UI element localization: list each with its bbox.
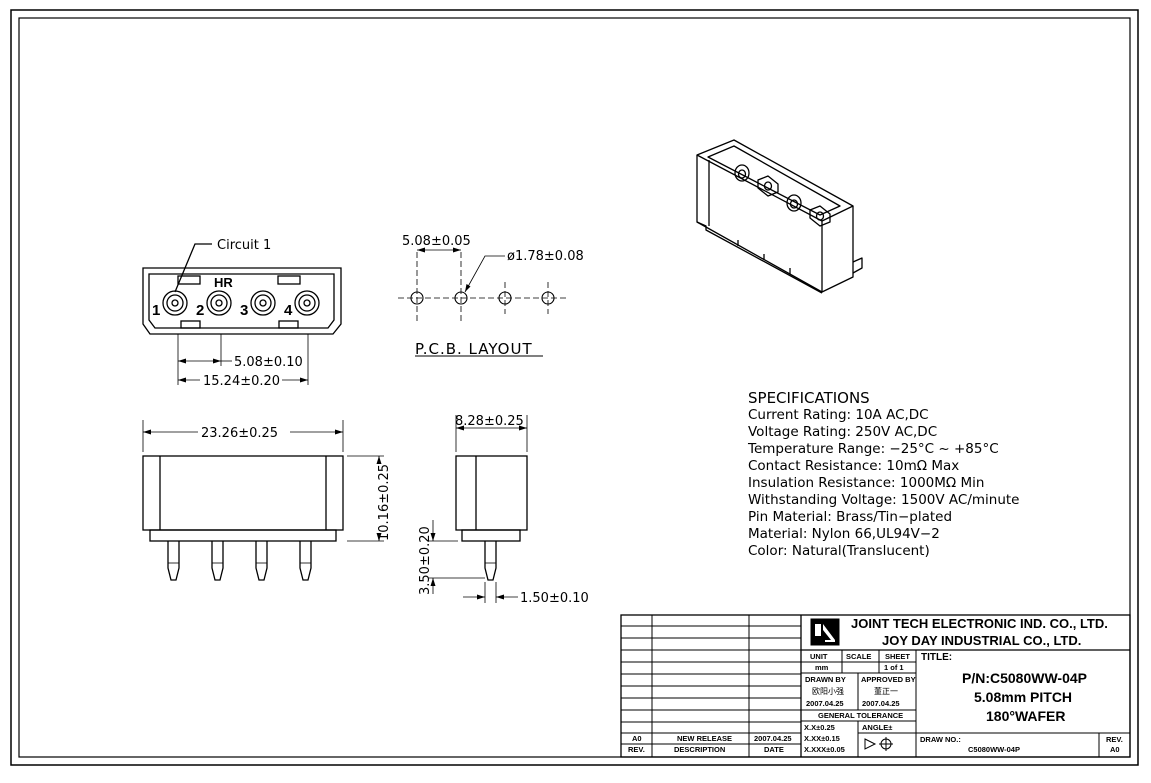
spec-voltage-rating: Voltage Rating: 250V AC,DC (748, 424, 938, 440)
unit-value: mm (815, 663, 829, 672)
top-view-arrows (178, 358, 308, 383)
pcb-layout-label: P.C.B. LAYOUT (415, 340, 533, 358)
approved-by-label: APPROVED BY (861, 675, 916, 684)
drawn-date: 2007.04.25 (806, 699, 844, 708)
spec-current-rating: Current Rating: 10A AC,DC (748, 407, 929, 423)
drawn-by-label: DRAWN BY (805, 675, 846, 684)
front-view (142, 420, 384, 581)
approved-by-name: 董正一 (874, 686, 898, 696)
pitch-title: 5.08mm PITCH (974, 689, 1072, 705)
spec-insulation-resistance: Insulation Resistance: 1000MΩ Min (748, 475, 985, 491)
revision-row-description: NEW RELEASE (677, 734, 732, 743)
revision-row-rev: A0 (632, 734, 642, 743)
pcb-layout (398, 249, 568, 357)
pin-label-4: 4 (284, 302, 293, 319)
side-view (428, 415, 528, 603)
spec-pin-material: Pin Material: Brass/Tin−plated (748, 509, 953, 525)
dim-front-height: 10.16±0.25 (377, 464, 392, 541)
top-view (142, 243, 342, 385)
approved-date: 2007.04.25 (862, 699, 900, 708)
side-arrows (430, 425, 527, 600)
isometric-view (696, 139, 863, 294)
description-column-label: DESCRIPTION (674, 745, 725, 754)
sheet-value: 1 of 1 (884, 663, 904, 672)
dim-side-pin-length: 3.50±0.20 (418, 526, 433, 595)
spec-withstanding-voltage: Withstanding Voltage: 1500V AC/minute (748, 492, 1020, 508)
dim-top-pitch: 5.08±0.10 (234, 355, 303, 370)
logo-icon (815, 624, 835, 642)
revision-row-date: 2007.04.25 (754, 734, 792, 743)
pin-label-3: 3 (240, 302, 248, 319)
tolerance-3: X.XXX±0.05 (804, 745, 845, 754)
dim-pcb-hole: ø1.78±0.08 (507, 249, 584, 264)
outer-frame (10, 9, 1139, 766)
spec-color: Color: Natural(Translucent) (748, 543, 930, 559)
sheet-label: SHEET (885, 652, 910, 661)
title-label: TITLE: (921, 652, 952, 663)
drawing-no-label: DRAW NO.: (920, 735, 961, 744)
angle-label: ANGLE± (862, 723, 892, 732)
tolerance-1: X.X±0.25 (804, 723, 835, 732)
rev-column-label: REV. (628, 745, 645, 754)
dim-side-pin-width: 1.50±0.10 (520, 591, 589, 606)
tolerance-2: X.XX±0.15 (804, 734, 840, 743)
scale-label: SCALE (846, 652, 871, 661)
drawing-no: C5080WW-04P (968, 745, 1020, 754)
specifications: SPECIFICATIONS Current Rating: 10A AC,DC… (748, 389, 1020, 560)
product-title: 180°WAFER (986, 708, 1066, 724)
brand-mark: HR (214, 275, 233, 290)
dim-pcb-pitch: 5.08±0.05 (402, 234, 471, 249)
inner-frame (18, 17, 1131, 758)
general-tolerance-label: GENERAL TOLERANCE (818, 711, 903, 720)
drawn-by-name: 欧阳小强 (812, 686, 844, 696)
rev-value: A0 (1110, 745, 1120, 754)
circuit-label: Circuit 1 (217, 238, 271, 253)
date-column-label: DATE (764, 745, 784, 754)
company-name-2: JOY DAY INDUSTRIAL CO., LTD. (882, 633, 1081, 648)
dim-side-width: 8.28±0.25 (455, 414, 524, 429)
specifications-title: SPECIFICATIONS (748, 389, 870, 407)
dim-top-span: 15.24±0.20 (203, 374, 280, 389)
front-arrows (143, 429, 382, 541)
dim-front-length: 23.26±0.25 (201, 426, 278, 441)
pin-label-2: 2 (196, 302, 204, 319)
part-number: P/N:C5080WW-04P (962, 670, 1087, 686)
unit-label: UNIT (810, 652, 828, 661)
company-name-1: JOINT TECH ELECTRONIC IND. CO., LTD. (851, 616, 1108, 631)
pin-label-1: 1 (152, 302, 160, 319)
title-block (620, 614, 1131, 758)
pcb-arrows (417, 247, 471, 292)
spec-contact-resistance: Contact Resistance: 10mΩ Max (748, 458, 960, 474)
rev-label: REV. (1106, 735, 1123, 744)
spec-material: Material: Nylon 66,UL94V−2 (748, 526, 940, 542)
spec-temperature-range: Temperature Range: −25°C ~ +85°C (748, 441, 999, 457)
